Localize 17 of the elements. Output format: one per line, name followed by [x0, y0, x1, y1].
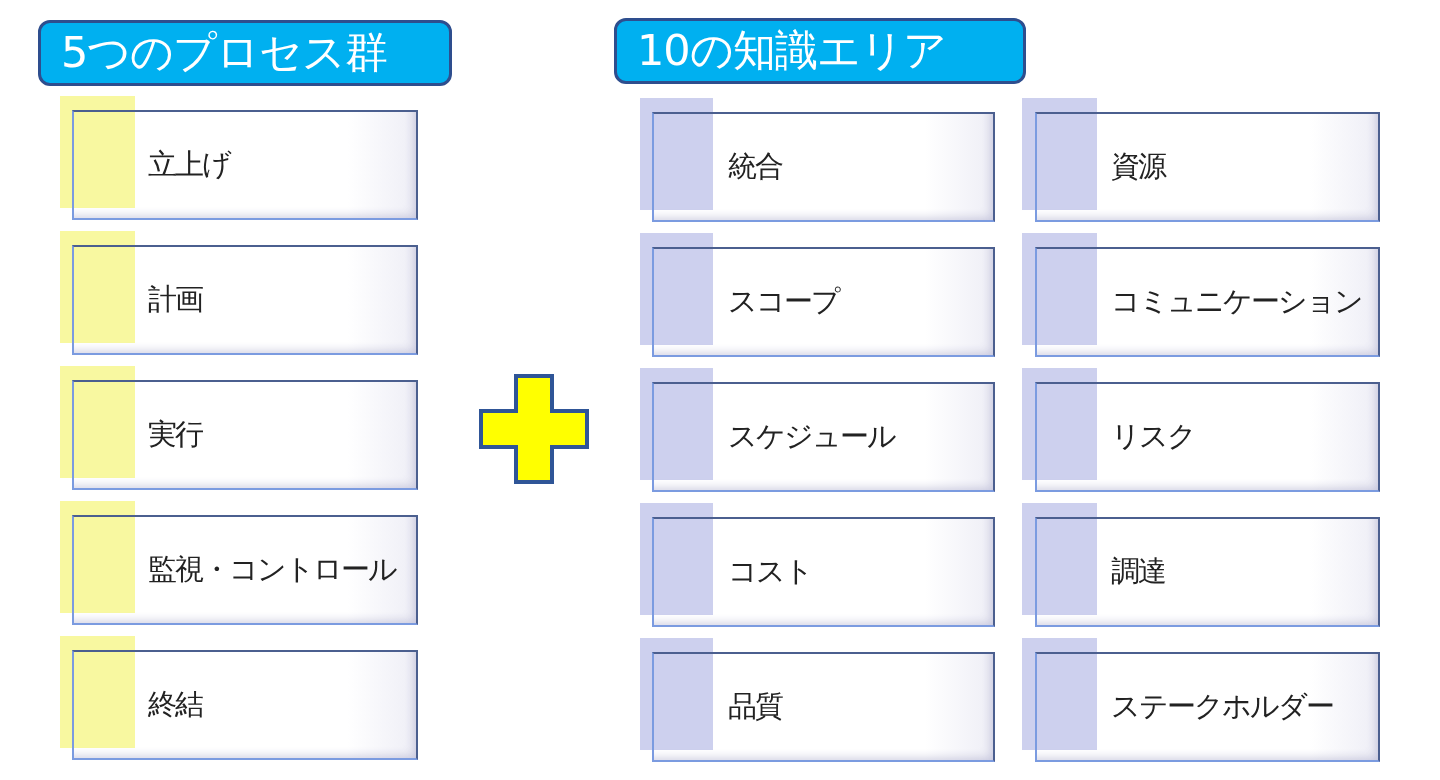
item-box: 品質: [652, 652, 995, 762]
item-box: コミュニケーション: [1035, 247, 1380, 357]
heading-box: 5つのプロセス群: [38, 20, 452, 86]
item-box: スコープ: [652, 247, 995, 357]
item-box: 立上げ: [72, 110, 418, 220]
item-box: 実行: [72, 380, 418, 490]
item-box: スケジュール: [652, 382, 995, 492]
item-box: 統合: [652, 112, 995, 222]
item-box: リスク: [1035, 382, 1380, 492]
item-box: 計画: [72, 245, 418, 355]
heading-box: 10の知識エリア: [614, 18, 1026, 84]
item-box: ステークホルダー: [1035, 652, 1380, 762]
item-box: 資源: [1035, 112, 1380, 222]
item-box: コスト: [652, 517, 995, 627]
item-box: 終結: [72, 650, 418, 760]
item-box: 監視・コントロール: [72, 515, 418, 625]
item-box: 調達: [1035, 517, 1380, 627]
